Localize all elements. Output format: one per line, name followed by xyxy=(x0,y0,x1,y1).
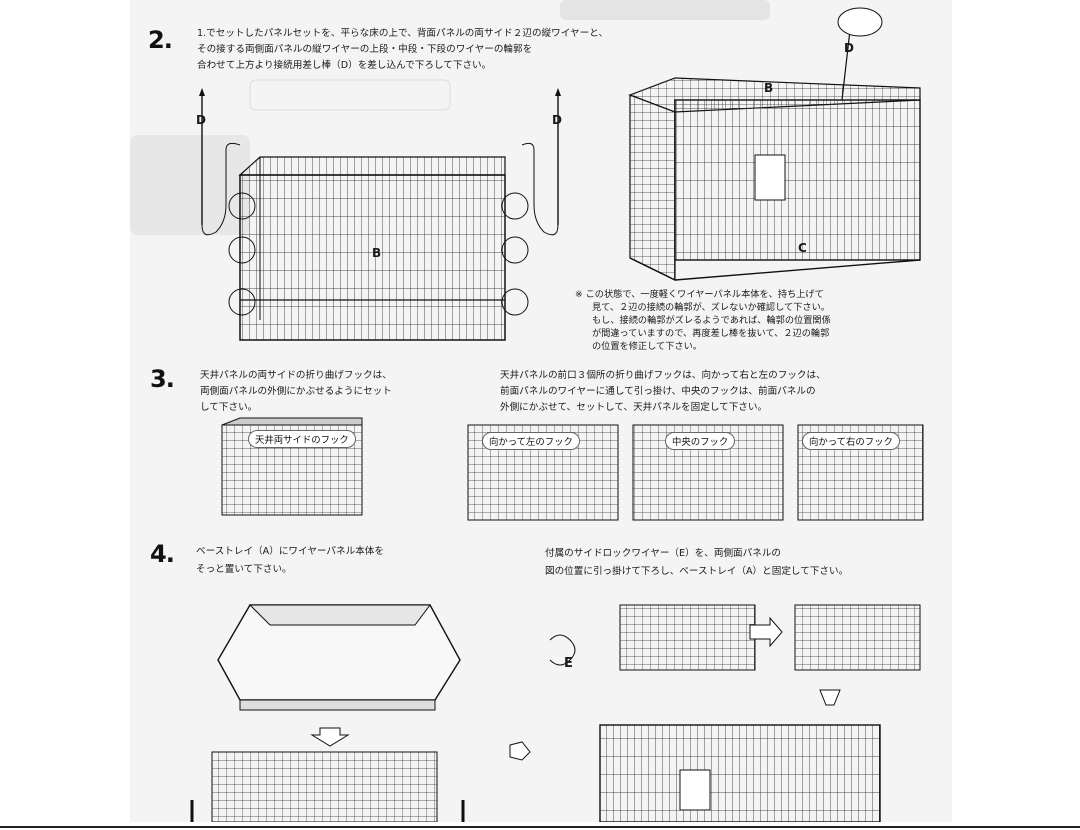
bottom-border xyxy=(0,826,1080,828)
step-3-right-line-3: 外側にかぶせて、セットして、天井パネルを固定して下さい。 xyxy=(500,402,768,413)
step-2-line-2: その接する両側面パネルの縦ワイヤーの上段・中段・下段のワイヤーの輪郭を xyxy=(197,44,533,55)
step2-cage-illustration xyxy=(199,88,561,341)
step-2-note-2: 見て、２辺の接続の輪郭が、ズレないか確認して下さい。 xyxy=(592,302,830,313)
step-3-left-line-2: 両側面パネルの外側にかぶせるようにセット xyxy=(200,386,392,397)
background-ghost xyxy=(130,0,770,235)
callout-left-hook: 向かって左のフック xyxy=(482,432,580,450)
label-e: E xyxy=(564,656,573,671)
step-3-right-line-1: 天井パネルの前口３個所の折り曲げフックは、向かって右と左のフックは、 xyxy=(500,370,826,381)
step-3-left-line-1: 天井パネルの両サイドの折り曲げフックは、 xyxy=(200,370,392,381)
callout-center-hook: 中央のフック xyxy=(665,432,736,450)
step-2-note-3: もし、接続の輪郭がズレるようであれば、輪郭の位置関係 xyxy=(592,315,831,326)
step-3-left-line-3: して下さい。 xyxy=(200,402,258,413)
step-3-number: 3. xyxy=(150,365,175,393)
step-4-right-line-1: 付属のサイドロックワイヤー（E）を、両側面パネルの xyxy=(545,548,782,559)
step-4-right-line-2: 図の位置に引っ掛けて下ろし、ベーストレイ（A）と固定して下さい。 xyxy=(545,566,849,577)
step-2-note-5: の位置を修正して下さい。 xyxy=(592,341,702,352)
step-2-note-4: が間違っていますので、再度差し棒を抜いて、２辺の輪郭 xyxy=(592,328,830,339)
illustrations xyxy=(130,0,924,822)
step4-illustrations xyxy=(190,604,921,822)
step-2-number: 2. xyxy=(148,26,173,54)
label-b-right: B xyxy=(764,81,774,95)
step2-cage-perspective xyxy=(628,7,921,281)
step-3-right-line-2: 前面パネルのワイヤーに通して引っ掛け、中央のフックは、前面パネルの xyxy=(500,386,816,397)
label-c: C xyxy=(798,241,807,255)
callout-right-hook: 向かって右のフック xyxy=(802,432,900,450)
step-2-line-1: 1.でセットしたパネルセットを、平らな床の上で、背面パネルの両サイド２辺の縦ワイ… xyxy=(197,28,609,39)
label-d-right: D xyxy=(552,113,562,127)
step-4-left-line-1: ベーストレイ（A）にワイヤーパネル本体を xyxy=(196,546,384,557)
step-2-line-3: 合わせて上方より接続用差し棒（D）を差し込んで下ろして下さい。 xyxy=(197,60,492,71)
step-4-left-line-2: そっと置いて下さい。 xyxy=(196,564,292,575)
label-d-hand: D xyxy=(844,41,854,55)
label-b-left: B xyxy=(372,246,382,260)
label-d-left: D xyxy=(196,113,206,127)
callout-ceiling-side-hook: 天井両サイドのフック xyxy=(248,430,356,448)
instruction-sheet: 2. 1.でセットしたパネルセットを、平らな床の上で、背面パネルの両サイド２辺の… xyxy=(130,0,952,822)
step-4-number: 4. xyxy=(150,540,175,568)
step-2-note-1: ※ この状態で、一度軽くワイヤーパネル本体を、持ち上げて xyxy=(575,289,824,300)
